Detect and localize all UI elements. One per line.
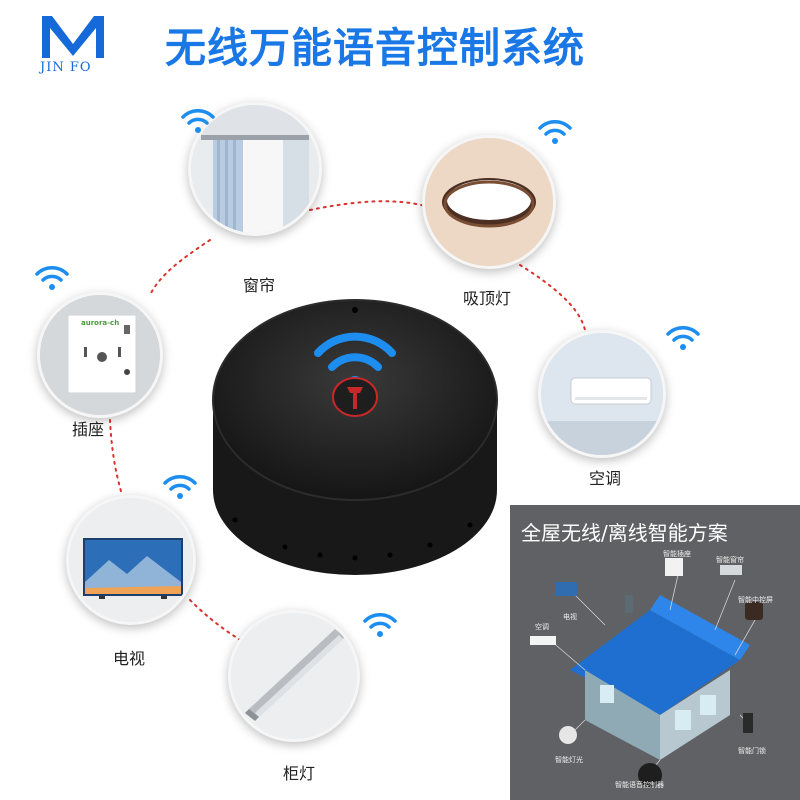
air-conditioner-image[interactable]: [538, 330, 666, 458]
wifi-icon: [363, 613, 397, 637]
panel-label-smart-curtain: 智能窗帘: [716, 556, 744, 564]
panel-label-smart-lighting: 智能灯光: [555, 756, 583, 764]
wifi-icon: [538, 120, 572, 144]
panel-label-smart-socket: 智能插座: [663, 550, 691, 558]
socket-brand-text: aurora-ch: [81, 319, 120, 327]
brand-logo-text: JIN FO: [40, 60, 92, 75]
device-label-curtain: 窗帘: [243, 276, 276, 295]
ceiling-light-image[interactable]: [422, 135, 556, 269]
brand-logo-icon: [42, 16, 104, 58]
panel-label-air-conditioner: 空调: [535, 623, 549, 631]
socket-icon: [40, 295, 160, 415]
cabinet-light-image[interactable]: [228, 610, 360, 742]
wifi-icon: [666, 326, 700, 350]
cabinet-light-icon: [231, 613, 357, 739]
device-label-tv: 电视: [113, 649, 146, 668]
panel-label-tv: 电视: [563, 613, 577, 621]
device-label-cabinet-light: 柜灯: [283, 764, 316, 783]
device-label-air-conditioner: 空调: [589, 469, 622, 488]
hub-button-icon[interactable]: [330, 375, 380, 420]
tv-image[interactable]: [66, 495, 196, 625]
curtain-icon: [191, 105, 319, 233]
device-label-socket: 插座: [72, 420, 105, 439]
panel-title: 全屋无线/离线智能方案: [521, 521, 728, 545]
panel-label-voice-controller: 智能语音控制器: [615, 781, 664, 789]
socket-image[interactable]: aurora-ch: [37, 292, 163, 418]
wifi-icon: [181, 109, 215, 133]
device-label-ceiling-light: 吸顶灯: [463, 289, 512, 308]
air-conditioner-icon: [541, 333, 663, 455]
tv-icon: [69, 498, 193, 622]
smart-house-illustration: [530, 558, 763, 787]
panel-label-smart-hub-screen: 智能中控屏: [738, 596, 773, 604]
curtain-image[interactable]: [188, 102, 322, 236]
panel-label-smart-lock: 智能门锁: [738, 747, 766, 755]
wifi-icon: [163, 475, 197, 499]
wifi-icon: [35, 266, 69, 290]
page-title: 无线万能语音控制系统: [165, 24, 585, 72]
ceiling-light-icon: [425, 138, 553, 266]
